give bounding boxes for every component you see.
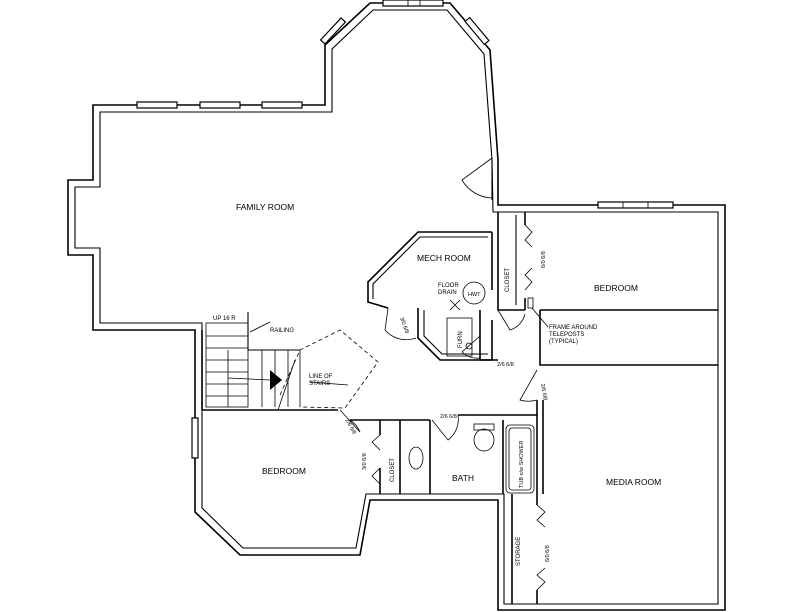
door-size-label: 6/0 6/8 bbox=[545, 545, 551, 562]
doors bbox=[339, 157, 546, 591]
stair-arrow-icon bbox=[270, 370, 282, 390]
frame-note-label: (TYPICAL) bbox=[549, 339, 578, 345]
interior-walls bbox=[201, 212, 718, 604]
tub bbox=[505, 424, 535, 494]
windows bbox=[136, 0, 674, 459]
door-size-label: 2/6 6/8 bbox=[440, 414, 457, 420]
line-of-stairs-label: LINE OF bbox=[309, 374, 333, 380]
hwt-label: HWT bbox=[468, 292, 481, 298]
bath-label: BATH bbox=[452, 473, 474, 483]
floor-drain-icon bbox=[449, 299, 461, 311]
line-of-stairs-label: STAIRS bbox=[309, 381, 330, 387]
tub-shower-label: TUB o/w SHOWER bbox=[519, 441, 525, 488]
sink bbox=[408, 446, 424, 470]
room-labels: FAMILY ROOM MECH ROOM BEDROOM BEDROOM ME… bbox=[236, 202, 661, 487]
door-size-label: 3/0 6/8 bbox=[398, 317, 409, 335]
door-size-label: 2/6 6/8 bbox=[497, 362, 514, 368]
toilet bbox=[473, 428, 495, 452]
annotations: FLOOR DRAIN HWT FURN CLOSET CLOSET STORA… bbox=[213, 268, 598, 566]
furnace bbox=[446, 317, 473, 357]
frame-note-label: TELEPOSTS bbox=[549, 332, 584, 338]
frame-note-label: FRAME AROUND bbox=[549, 325, 598, 331]
door-size-label: 2/6 6/8 bbox=[539, 383, 548, 401]
mech-room-label: MECH ROOM bbox=[417, 253, 471, 263]
storage-label: STORAGE bbox=[516, 537, 522, 566]
stairs bbox=[205, 312, 379, 411]
railing-label: RAILING bbox=[270, 328, 294, 334]
closet-west-label: CLOSET bbox=[390, 458, 396, 482]
floor-drain-label: FLOOR bbox=[438, 283, 459, 289]
furn-label: FURN bbox=[458, 331, 464, 348]
door-size-label: 6/0 6/8 bbox=[541, 251, 547, 268]
door-size-label: 3/0 6/8 bbox=[362, 453, 368, 470]
closet-east-label: CLOSET bbox=[505, 268, 511, 292]
bedroom-west-label: BEDROOM bbox=[262, 466, 306, 476]
exterior-walls bbox=[67, 2, 726, 611]
up-stairs-label: UP 16 R bbox=[213, 316, 236, 322]
bedroom-east-label: BEDROOM bbox=[594, 283, 638, 293]
floor-drain-label: DRAIN bbox=[438, 290, 457, 296]
media-room-label: MEDIA ROOM bbox=[606, 477, 661, 487]
water-heater bbox=[462, 281, 486, 305]
fixtures bbox=[408, 281, 535, 494]
family-room-label: FAMILY ROOM bbox=[236, 202, 294, 212]
door-size-labels: 3/0 6/8 2/6 6/8 2/6 6/8 2/6 6/8 2/6 6/8 … bbox=[343, 251, 551, 562]
